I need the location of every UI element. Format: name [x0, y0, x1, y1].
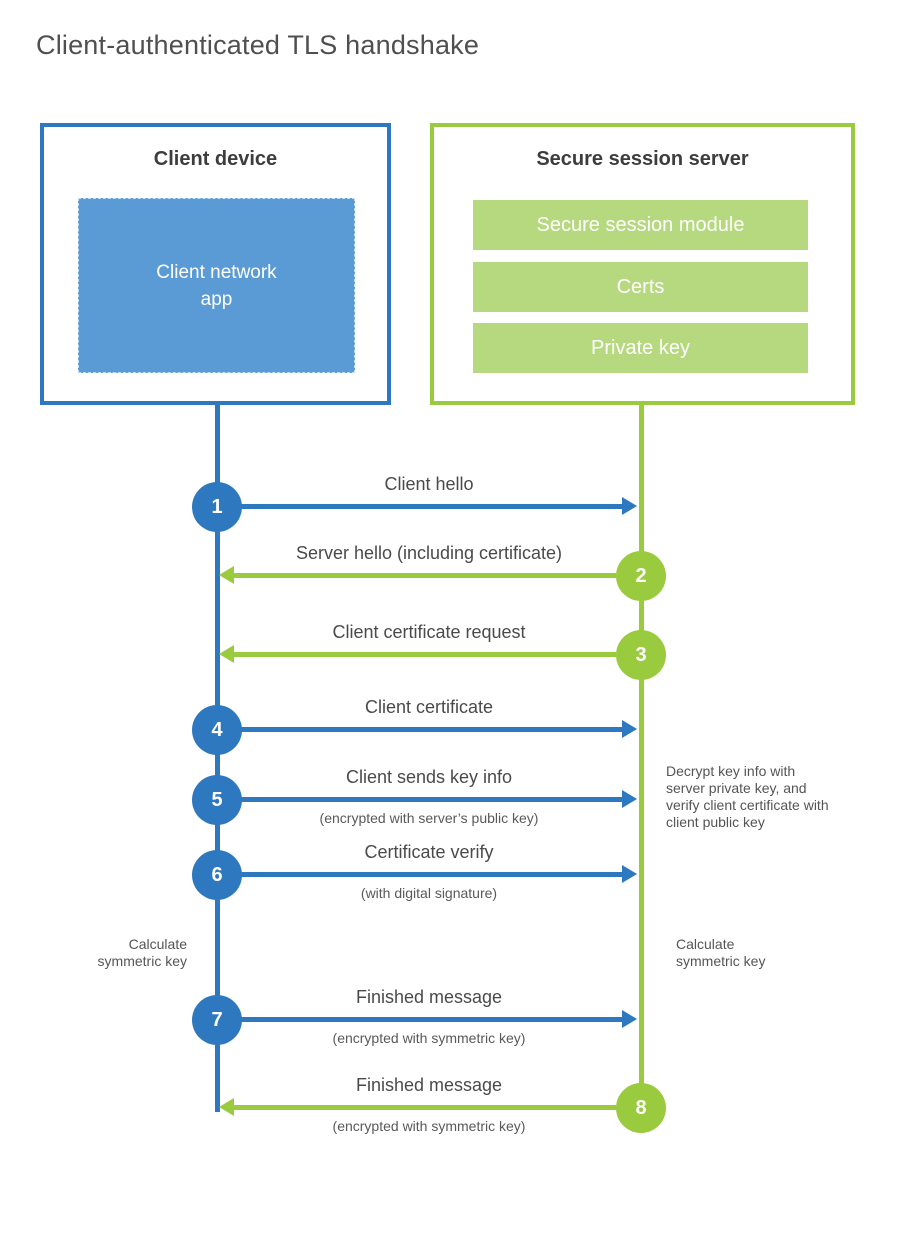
client-lifeline [215, 405, 220, 1112]
step-3-circle: 3 [616, 630, 666, 680]
decrypt-note: Decrypt key info with server private key… [666, 763, 829, 830]
step-8-circle: 8 [616, 1083, 666, 1133]
calculate-symmetric-key-left: Calculate symmetric key [97, 936, 187, 969]
step-5-circle: 5 [192, 775, 242, 825]
step-6-arrow-right-icon [240, 865, 637, 883]
server-module-certs: Certs [473, 262, 808, 312]
step-2-label: Server hello (including certificate) [295, 543, 563, 563]
step-8-arrow-left-icon [219, 1098, 616, 1116]
step-4-label: Client certificate [364, 697, 494, 717]
step-3-label: Client certificate request [332, 622, 526, 642]
step-5-arrow-right-icon [240, 790, 637, 808]
step-5-label: Client sends key info [345, 767, 513, 787]
step-6-sublabel: (with digital signature) [360, 885, 498, 901]
calculate-symmetric-key-right: Calculate symmetric key [676, 936, 766, 969]
step-6-circle: 6 [192, 850, 242, 900]
secure-session-server-title: Secure session server [536, 148, 749, 170]
step-3-arrow-left-icon [219, 645, 616, 663]
diagram-title: Client-authenticated TLS handshake [36, 30, 480, 60]
step-6-label: Certificate verify [364, 842, 494, 862]
step-1-label: Client hello [384, 474, 474, 494]
step-4-arrow-right-icon [240, 720, 637, 738]
step-5-sublabel: (encrypted with server’s public key) [319, 810, 539, 826]
step-1-circle: 1 [192, 482, 242, 532]
step-7-arrow-right-icon [240, 1010, 637, 1028]
client-device-title: Client device [153, 148, 278, 170]
client-network-app-box: Client network app [78, 198, 355, 373]
server-lifeline [639, 405, 644, 1133]
step-7-label: Finished message [355, 987, 503, 1007]
step-2-circle: 2 [616, 551, 666, 601]
step-1-arrow-right-icon [240, 497, 637, 515]
step-7-sublabel: (encrypted with symmetric key) [332, 1030, 526, 1046]
step-8-sublabel: (encrypted with symmetric key) [332, 1118, 526, 1134]
server-module-private-key: Private key [473, 323, 808, 373]
client-network-app-label: Client network app [156, 261, 277, 310]
step-4-circle: 4 [192, 705, 242, 755]
step-7-circle: 7 [192, 995, 242, 1045]
server-module-secure-session: Secure session module [473, 200, 808, 250]
step-8-label: Finished message [355, 1075, 503, 1095]
step-2-arrow-left-icon [219, 566, 616, 584]
